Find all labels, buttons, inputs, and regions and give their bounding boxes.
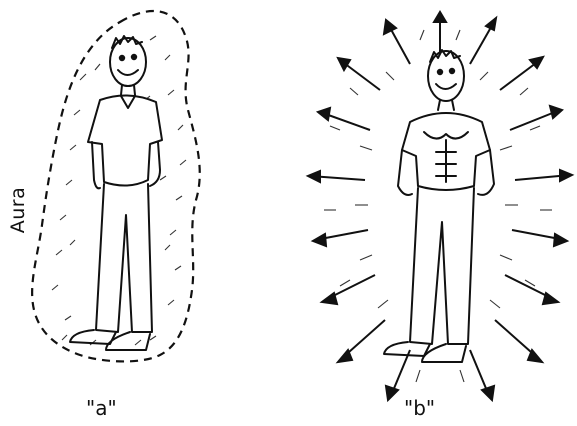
caption-a: "a" xyxy=(86,396,117,420)
figure-a-man xyxy=(70,36,162,350)
figure-b-man xyxy=(384,50,494,362)
aura-label: Aura xyxy=(7,187,29,234)
caption-b: "b" xyxy=(404,396,435,420)
